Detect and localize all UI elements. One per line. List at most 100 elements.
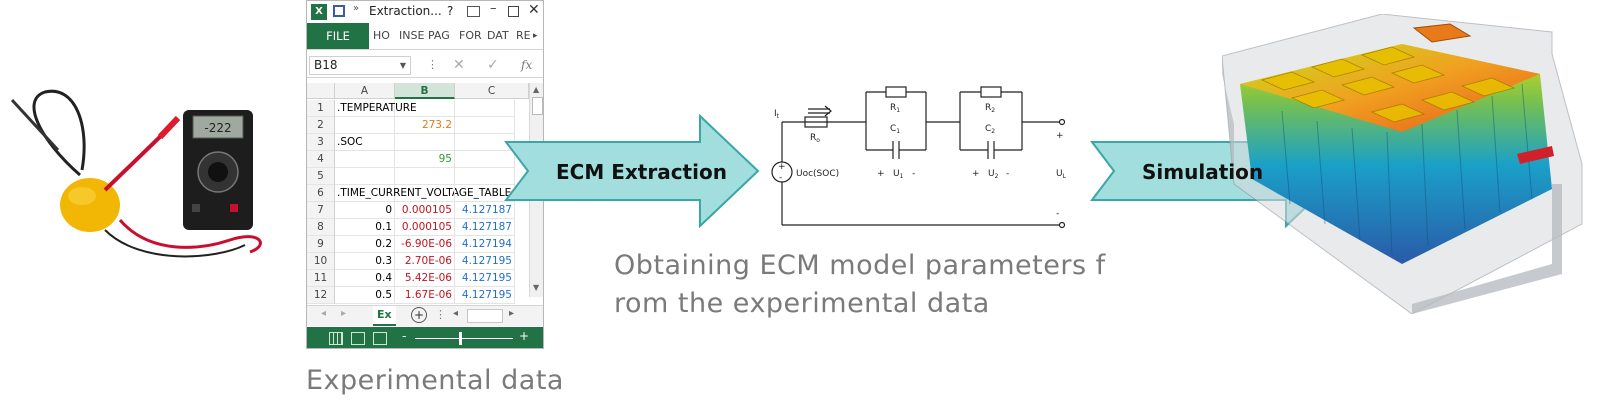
row-header[interactable]: 12 [307, 287, 335, 304]
table-row: 90.2-6.90E-064.127194 [307, 236, 529, 253]
sheet-prev-icon[interactable]: ◂ [321, 308, 326, 319]
column-header-b[interactable]: B [395, 83, 455, 99]
formula-bar-more-icon[interactable]: ⋮ [427, 58, 438, 71]
row-header[interactable]: 2 [307, 117, 335, 134]
normal-view-icon[interactable] [329, 332, 343, 345]
cancel-icon[interactable]: ✕ [453, 57, 465, 73]
cell-b[interactable]: 5.42E-06 [395, 270, 455, 287]
cell-a[interactable]: .SOC [335, 134, 395, 151]
row-header[interactable]: 9 [307, 236, 335, 253]
window-title: Extraction... [369, 4, 442, 18]
cell-b[interactable] [395, 100, 455, 117]
tab-home[interactable]: HO [373, 23, 390, 49]
row-header[interactable]: 8 [307, 219, 335, 236]
row-header[interactable]: 6 [307, 185, 335, 202]
label-ul: UL [1056, 169, 1067, 180]
new-sheet-icon[interactable]: + [411, 307, 427, 323]
cell-a[interactable]: 0 [335, 202, 395, 219]
tab-file[interactable]: FILE [307, 23, 369, 49]
cell-b[interactable]: 0.000105 [395, 219, 455, 236]
column-header-a[interactable]: A [335, 83, 395, 99]
table-row: 3.SOC [307, 134, 529, 151]
row-header[interactable]: 1 [307, 100, 335, 117]
tab-data[interactable]: DAT [487, 23, 509, 49]
zoom-slider-thumb[interactable] [459, 332, 462, 345]
status-bar: - + [307, 327, 543, 349]
cell-a[interactable]: .TIME_CURRENT_VOLTAGE_TABLE [335, 185, 395, 202]
hscroll-left-icon[interactable]: ◂ [453, 308, 458, 319]
row-header[interactable]: 10 [307, 253, 335, 270]
cell-b[interactable]: 0.000105 [395, 202, 455, 219]
sheet-tab-ex[interactable]: Ex [373, 306, 396, 326]
horizontal-scrollbar[interactable] [467, 309, 503, 323]
hscroll-right-icon[interactable]: ▸ [509, 308, 514, 319]
zoom-in-button[interactable]: + [519, 329, 529, 343]
name-box-dropdown-icon[interactable]: ▼ [400, 57, 406, 74]
close-icon[interactable]: ✕ [528, 2, 540, 18]
output-minus: - [1056, 209, 1059, 219]
table-row: 2 273.2 [307, 117, 529, 134]
cell-a[interactable]: 0.5 [335, 287, 395, 304]
simulation-label: Simulation [1142, 160, 1263, 184]
sheet-more-icon[interactable]: ⋮ [435, 308, 446, 321]
cell-a[interactable] [335, 117, 395, 134]
cell-a[interactable]: .TEMPERATURE [335, 100, 395, 117]
row-header[interactable]: 7 [307, 202, 335, 219]
label-c1: C1 [890, 124, 900, 135]
scroll-up-icon[interactable]: ▲ [533, 85, 539, 94]
cell-a[interactable]: 0.3 [335, 253, 395, 270]
tab-formulas[interactable]: FOR [459, 23, 482, 49]
row-header[interactable]: 5 [307, 168, 335, 185]
cell-b[interactable]: 2.70E-06 [395, 253, 455, 270]
cell-c[interactable]: 4.127195 [455, 287, 515, 304]
quick-access-icon[interactable]: » [353, 3, 359, 14]
scroll-down-icon[interactable]: ▼ [533, 283, 539, 292]
cell-b[interactable]: -6.90E-06 [395, 236, 455, 253]
insert-function-icon[interactable]: fx [521, 58, 532, 72]
cell-b[interactable]: 1.67E-06 [395, 287, 455, 304]
save-icon[interactable] [333, 5, 345, 17]
zoom-slider[interactable] [415, 338, 513, 339]
cell-b[interactable] [395, 185, 455, 202]
page-layout-view-icon[interactable] [351, 332, 365, 345]
cell-b[interactable] [395, 134, 455, 151]
battery-pack-simulation [1222, 14, 1600, 314]
cell-c[interactable]: 4.127195 [455, 270, 515, 287]
name-box[interactable]: B18 ▼ [309, 56, 411, 75]
cell-a[interactable]: 0.1 [335, 219, 395, 236]
tab-review[interactable]: RE [516, 23, 531, 49]
row-header[interactable]: 4 [307, 151, 335, 168]
sheet-tab-bar: ◂ ▸ Ex + ⋮ ◂ ▸ [307, 305, 543, 326]
zoom-out-button[interactable]: - [402, 329, 406, 343]
cell-b[interactable] [395, 168, 455, 185]
cell-a[interactable]: 0.2 [335, 236, 395, 253]
column-header-c[interactable]: C [455, 83, 529, 99]
minimize-icon[interactable]: – [490, 1, 497, 16]
cell-a[interactable]: 0.4 [335, 270, 395, 287]
svg-text:-222: -222 [204, 121, 231, 135]
ribbon-scroll-right-icon[interactable]: ▸ [533, 23, 538, 49]
cell-c[interactable]: 4.127194 [455, 236, 515, 253]
tab-insert[interactable]: INSE [399, 23, 424, 49]
row-header[interactable]: 3 [307, 134, 335, 151]
cell-a[interactable] [335, 168, 395, 185]
cell-b[interactable]: 273.2 [395, 117, 455, 134]
sheet-next-icon[interactable]: ▸ [341, 308, 346, 319]
tab-page[interactable]: PAG [428, 23, 450, 49]
ribbon-display-icon[interactable] [467, 6, 480, 17]
maximize-icon[interactable] [508, 6, 519, 17]
multimeter: -222 [183, 110, 253, 230]
enter-icon[interactable]: ✓ [487, 57, 499, 73]
row-header[interactable]: 11 [307, 270, 335, 287]
cell-b[interactable]: 95 [395, 151, 455, 168]
corner-select-all[interactable] [307, 83, 335, 99]
u2-plus: + [972, 169, 980, 179]
page-break-view-icon[interactable] [373, 332, 387, 345]
help-button[interactable]: ? [447, 4, 453, 18]
cell-a[interactable] [335, 151, 395, 168]
table-row: 4 95 [307, 151, 529, 168]
source-plus: + [778, 162, 786, 172]
cell-c[interactable]: 4.127195 [455, 253, 515, 270]
